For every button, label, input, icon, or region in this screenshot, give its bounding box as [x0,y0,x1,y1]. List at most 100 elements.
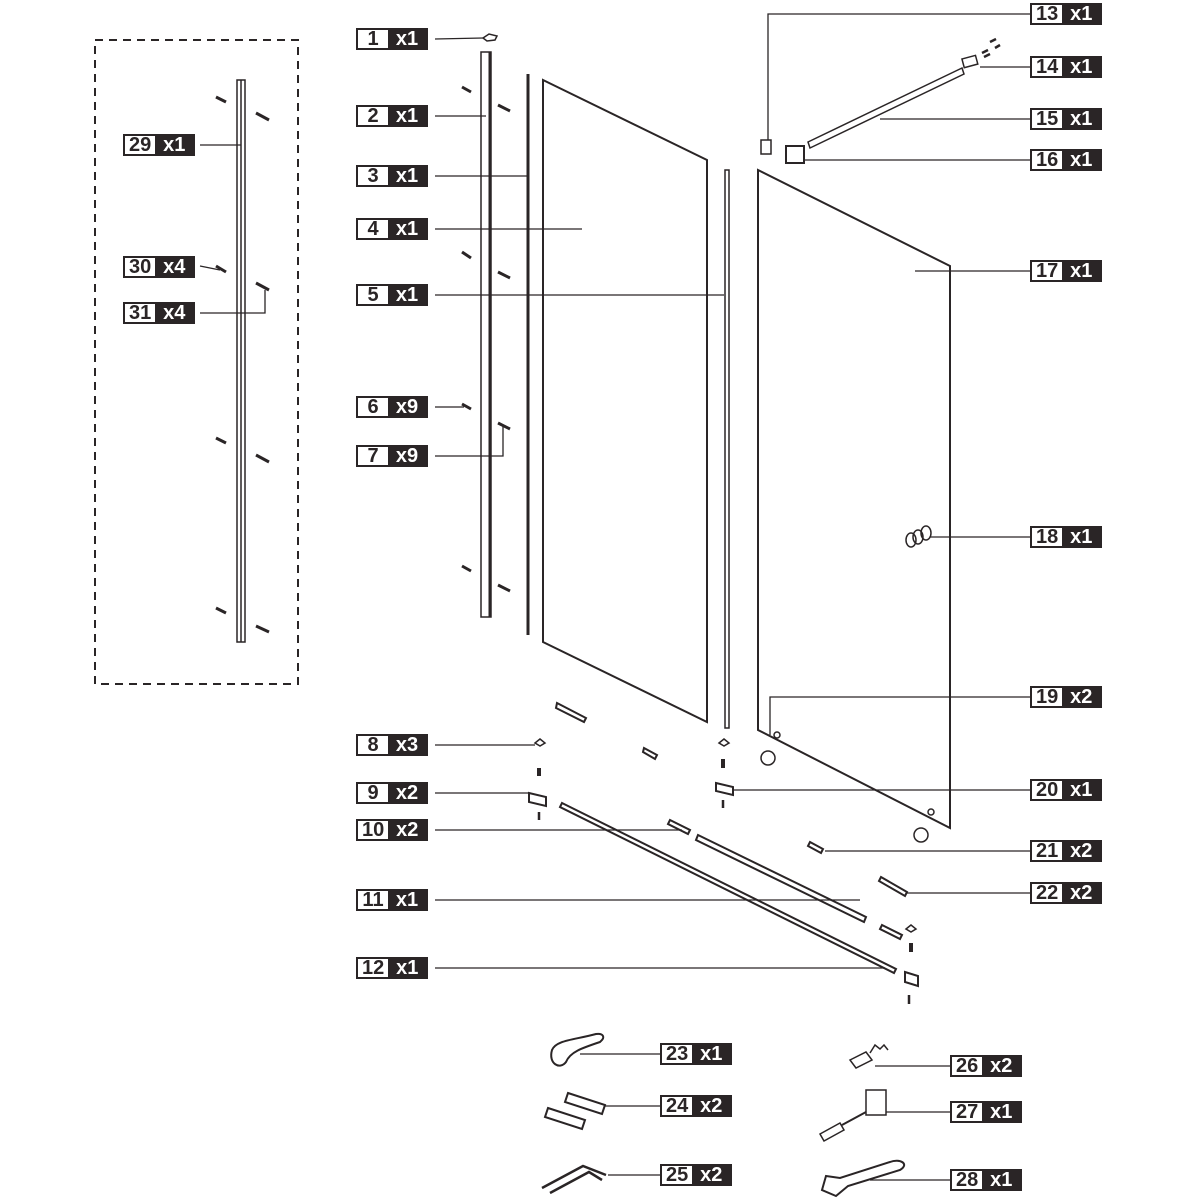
part-number: 12 [358,958,389,978]
part-9-blocks [528,759,919,1004]
part-quantity: x1 [388,958,427,978]
part-quantity: x1 [982,1102,1021,1122]
part-number: 21 [1032,841,1063,861]
part-quantity: x1 [1062,109,1101,129]
part-number: 25 [662,1165,693,1185]
part-number: 5 [358,285,388,305]
part-number: 28 [952,1170,983,1190]
part-17-sliding-door [757,168,951,830]
part-number: 3 [358,166,388,186]
part-quantity: x4 [155,303,194,323]
part-quantity: x2 [982,1056,1021,1076]
part-quantity: x1 [388,219,426,239]
part-quantity: x1 [388,166,426,186]
wall-profile-kit [236,79,246,643]
part-number: 15 [1032,109,1063,129]
part-14-end-cap [961,54,979,69]
part-number: 11 [358,890,388,910]
part-number: 2 [358,106,388,126]
part-number: 24 [662,1096,693,1116]
part-number: 14 [1032,57,1063,77]
bottom-guides [554,701,909,941]
part-quantity: x1 [1062,4,1101,24]
part-quantity: x1 [1062,57,1101,77]
part-quantity: x2 [388,783,426,803]
part-quantity: x1 [1062,780,1101,800]
part-number: 10 [358,820,389,840]
part-number: 19 [1032,687,1063,707]
part-number: 29 [125,135,156,155]
part-quantity: x2 [1062,841,1101,861]
part-quantity: x2 [1062,687,1101,707]
part-quantity: x2 [1062,883,1101,903]
part-number: 18 [1032,527,1063,547]
part-quantity: x2 [692,1096,731,1116]
part-28-wrench [820,1159,906,1198]
part-14-screws [981,37,1001,59]
part-quantity: x9 [388,446,426,466]
optional-kit-box [94,39,299,685]
part-quantity: x2 [692,1165,731,1185]
part-4-fixed-glass [542,78,708,724]
part-number: 27 [952,1102,983,1122]
part-quantity: x1 [388,29,426,49]
part-quantity: x1 [155,135,194,155]
part-number: 26 [952,1056,983,1076]
part-quantity: x1 [982,1170,1021,1190]
part-11-bottom-rail [694,833,868,924]
part-number: 8 [358,735,388,755]
part-quantity: x1 [388,106,426,126]
part-quantity: x1 [1062,527,1101,547]
part-number: 13 [1032,4,1063,24]
part-23-spanner [550,1032,605,1067]
part-quantity: x1 [692,1044,731,1064]
part-number: 22 [1032,883,1063,903]
part-number: 30 [125,257,156,277]
part-quantity: x4 [155,257,194,277]
part-13-bracket [760,139,772,155]
screws-kit [215,95,270,634]
part-quantity: x9 [388,397,426,417]
part-16-roller-block [785,145,805,164]
part-2-wall-profile [480,51,492,618]
part-number: 1 [358,29,388,49]
part-1-cap [481,33,499,42]
part-number: 17 [1032,261,1063,281]
part-quantity: x2 [388,820,427,840]
part-quantity: x1 [1062,150,1101,170]
part-25-allen-keys [541,1164,607,1195]
part-quantity: x1 [388,890,426,910]
part-15-top-rail [807,66,965,150]
part-number: 20 [1032,780,1063,800]
part-number: 23 [662,1044,693,1064]
part-27-tool [818,1089,887,1143]
part-number: 9 [358,783,388,803]
part-number: 16 [1032,150,1063,170]
part-18-handle [905,525,932,548]
